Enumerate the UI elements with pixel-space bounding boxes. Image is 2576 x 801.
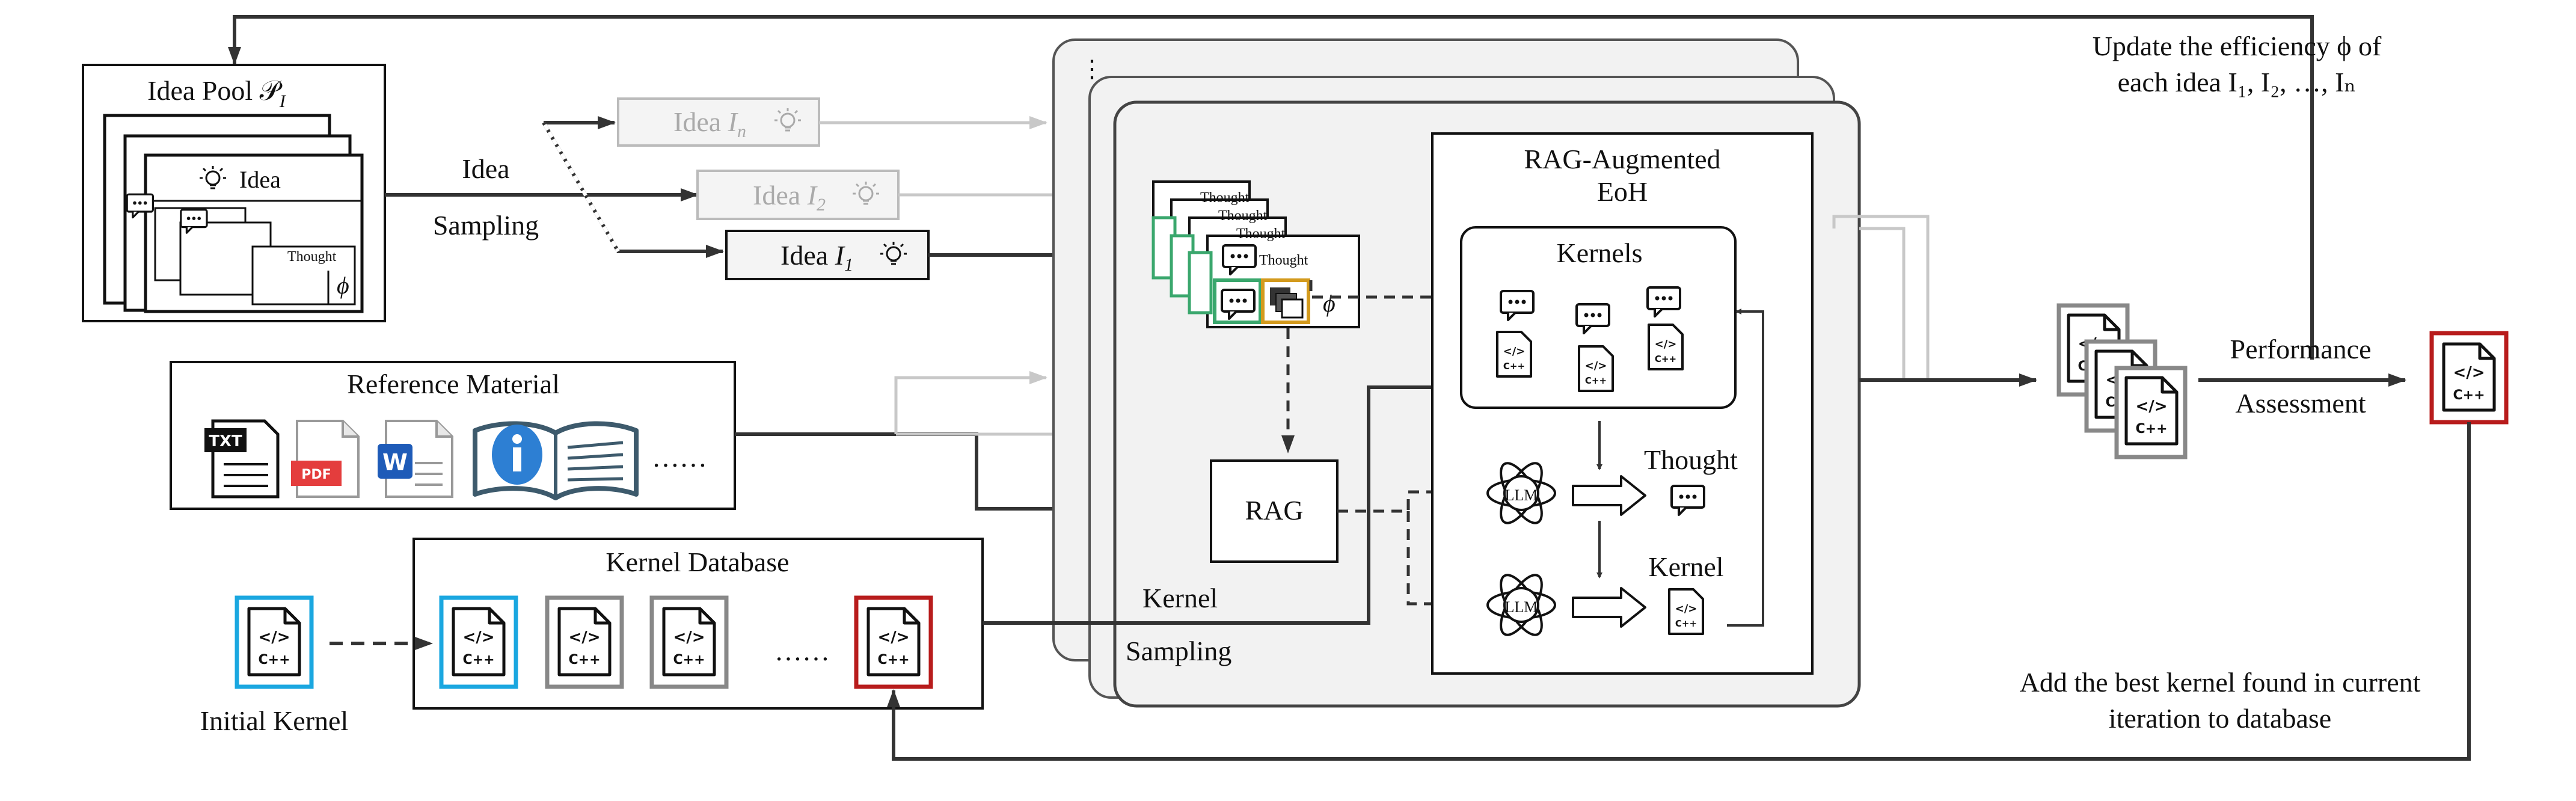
output-line-gray1 [1859,227,1906,380]
stack-dots: ⋮ [1080,55,1104,82]
update-note-line2: each idea I₁, I₂, …, Iₙ [2118,67,2357,97]
update-note-line1: Update the efficiency ϕ of [2093,31,2382,61]
code-file-icon [249,609,299,675]
rag-to-llm2-arrow [1406,511,1480,610]
pdf-file-icon: PDF [291,420,360,498]
svg-text:TXT: TXT [209,432,242,450]
rag-label: RAG [1245,495,1303,526]
idea-2-box: Idea I2 [696,170,900,220]
svg-text:W: W [382,449,408,476]
code-file-icon [664,609,714,675]
idea-card-label: Idea [239,166,281,193]
output-line-gray2 [1832,215,1930,380]
reference-title: Reference Material [347,369,560,399]
eoh-title2: EoH [1597,176,1648,207]
reference-ellipsis: …… [652,442,707,473]
reference-arrow-back1 [894,371,1047,434]
kernel-db-ellipsis: …… [774,636,830,666]
kernel-slot-gray [545,595,624,689]
info-book-icon [473,421,639,500]
idea-1-box: Idea I1 [725,230,930,280]
idea-n-box: Idea In [617,97,820,147]
code-file-icon [1496,331,1532,378]
add-note-line2: iteration to database [2109,703,2331,734]
code-file-icon [1668,588,1704,635]
code-file-icon [453,609,504,675]
idea-n-label: Idea In [673,106,746,141]
idea-2-label: Idea I2 [753,180,826,215]
code-file-icon [1578,345,1614,392]
thought-card-label: Thought [1259,253,1308,268]
llm-label: LLM [1505,486,1538,504]
eoh-thought-label: Thought [1644,444,1738,475]
svg-text:PDF: PDF [301,467,331,482]
kernel-sampling-label2: Sampling [1126,636,1231,666]
performance-label1: Performance [2230,334,2372,364]
card-to-kernels-arrow [1309,280,1480,304]
kernel-slot-blue [439,595,518,689]
kernel-database: Kernel Database …… [412,538,984,710]
txt-file-icon: TXT [204,419,280,499]
reference-material: Reference Material TXT PDF W [170,361,736,510]
add-to-db-arrow [887,422,2471,761]
eoh-title1: RAG-Augmented [1524,144,1720,174]
code-file-icon [868,609,919,675]
phi-label: ϕ [1323,290,1336,317]
idea-pool: Idea Pool 𝒫I Idea Thought ϕ [82,64,386,322]
initial-kernel-frame [235,595,314,689]
code-file-icon [2444,344,2494,410]
code-file-icon [1648,324,1684,370]
code-file-icon [2126,378,2177,444]
kernel-db-title: Kernel Database [606,547,789,577]
eoh-kernel-label: Kernel [1648,551,1723,582]
kernel-slot-red [854,595,933,689]
update-feedback-arrow [228,15,2314,360]
eoh-loop-arrow [1727,308,1764,627]
thought-label: Thought [287,249,337,265]
thought-card-label: Thought [1200,190,1250,206]
code-file-icon [559,609,610,675]
idea-pool-title: Idea Pool 𝒫I [147,75,287,111]
candidate-kernels [2056,303,2188,459]
word-file-icon: W [378,420,453,498]
kernel-sampling-label1: Kernel [1142,583,1218,613]
idea-cards-stack: Thought Thought Thought Thought ϕ [1152,180,1360,328]
rag-eoh-box: RAG-Augmented EoH Kernels LLM Thought LL… [1431,132,1814,675]
initial-kernel-label: Initial Kernel [200,705,349,736]
db-to-kernels-arrow [983,381,1486,625]
thought-card-label: Thought [1236,226,1286,242]
performance-label2: Assessment [2235,388,2366,419]
rag-to-llm1-arrow [1337,485,1480,513]
rag-box: RAG [1210,459,1339,563]
idea-sampling-label2: Sampling [433,210,539,241]
phi-label: ϕ [337,272,349,299]
idea-card: Idea Thought ϕ [126,153,364,313]
thought-card-label: Thought [1218,208,1268,224]
idea-1-label: Idea I1 [780,240,853,275]
llm-label: LLM [1505,598,1538,616]
idea-sampling-label1: Idea [462,153,509,184]
add-note-line1: Add the best kernel found in current [2020,667,2421,698]
kernels-label: Kernels [1556,238,1642,268]
kernel-slot-gray [649,595,729,689]
